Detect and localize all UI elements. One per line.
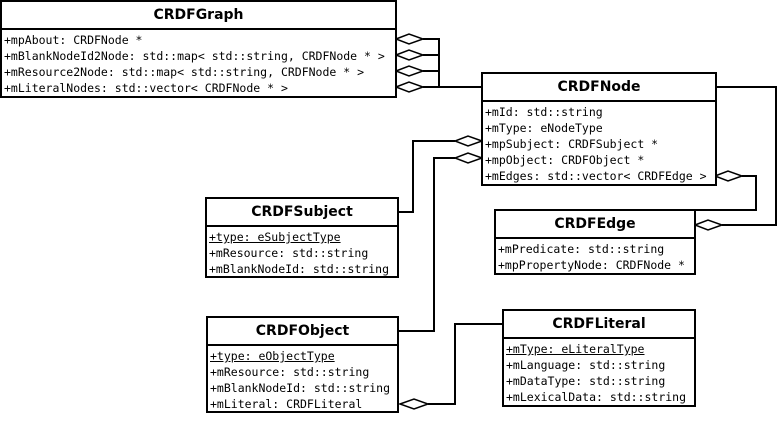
diamond-graph-resource: [393, 65, 426, 77]
link-node-object: [398, 157, 455, 332]
class-name: CRDFGraph: [2, 2, 395, 30]
diamond-graph-literals: [393, 81, 426, 93]
attribute: +mResource: std::string: [209, 246, 369, 260]
diamond-node-subject: [452, 135, 485, 147]
class-crdfliteral: CRDFLiteral +mType: eLiteralType +mLangu…: [502, 309, 696, 407]
attribute: +mPredicate: std::string: [498, 242, 665, 256]
diamond-graph-mpabout: [393, 33, 426, 45]
attribute: +mLexicalData: std::string: [506, 390, 687, 404]
attribute: +mType: eNodeType: [485, 121, 603, 135]
attribute: +mResource2Node: std::map< std::string, …: [4, 65, 365, 79]
attribute: +mLiteral: CRDFLiteral: [210, 397, 363, 411]
class-crdfobject: CRDFObject +type: eObjectType +mResource…: [206, 316, 399, 413]
class-name: CRDFLiteral: [504, 311, 694, 339]
attribute: +type: eSubjectType: [209, 230, 341, 244]
class-name: CRDFEdge: [496, 211, 694, 239]
diamond-object-literal: [397, 398, 431, 410]
attribute: +mLanguage: std::string: [506, 358, 666, 372]
diamond-node-edge: [712, 170, 745, 182]
class-crdfnode: CRDFNode +mId: std::string +mType: eNode…: [481, 72, 717, 186]
link-object-literal: [428, 323, 503, 405]
attribute: +mDataType: std::string: [506, 374, 666, 388]
attribute: +mpPropertyNode: CRDFNode *: [498, 258, 685, 272]
attribute: +mEdges: std::vector< CRDFEdge >: [485, 169, 707, 183]
diamond-node-object: [452, 152, 485, 164]
class-name: CRDFSubject: [207, 199, 397, 227]
class-crdfgraph: CRDFGraph +mpAbout: CRDFNode * +mBlankNo…: [0, 0, 397, 98]
attribute: +type: eObjectType: [210, 349, 335, 363]
link-edge-propertynode: [716, 86, 777, 226]
diamond-graph-blanknode: [393, 49, 426, 61]
attribute: +mBlankNodeId: std::string: [210, 381, 391, 395]
class-crdfedge: CRDFEdge +mPredicate: std::string +mpPro…: [494, 209, 696, 275]
attribute: +mpSubject: CRDFSubject *: [485, 137, 659, 151]
attribute: +mResource: std::string: [210, 365, 370, 379]
attribute: +mBlankNodeId2Node: std::map< std::strin…: [4, 49, 385, 63]
attribute: +mId: std::string: [485, 105, 603, 119]
attribute: +mBlankNodeId: std::string: [209, 262, 390, 276]
class-name: CRDFObject: [208, 318, 397, 346]
attribute: +mType: eLiteralType: [506, 342, 645, 356]
link-graph-mpabout: [423, 38, 440, 87]
class-crdfsubject: CRDFSubject +type: eSubjectType +mResour…: [205, 197, 399, 278]
link-node-subject: [398, 140, 455, 213]
diamond-edge-propertynode: [692, 219, 725, 231]
attribute: +mpAbout: CRDFNode *: [4, 33, 143, 47]
class-name: CRDFNode: [483, 74, 715, 102]
link-node-edge: [696, 175, 757, 211]
attribute: +mLiteralNodes: std::vector< CRDFNode * …: [4, 81, 288, 95]
attribute: +mpObject: CRDFObject *: [485, 153, 645, 167]
